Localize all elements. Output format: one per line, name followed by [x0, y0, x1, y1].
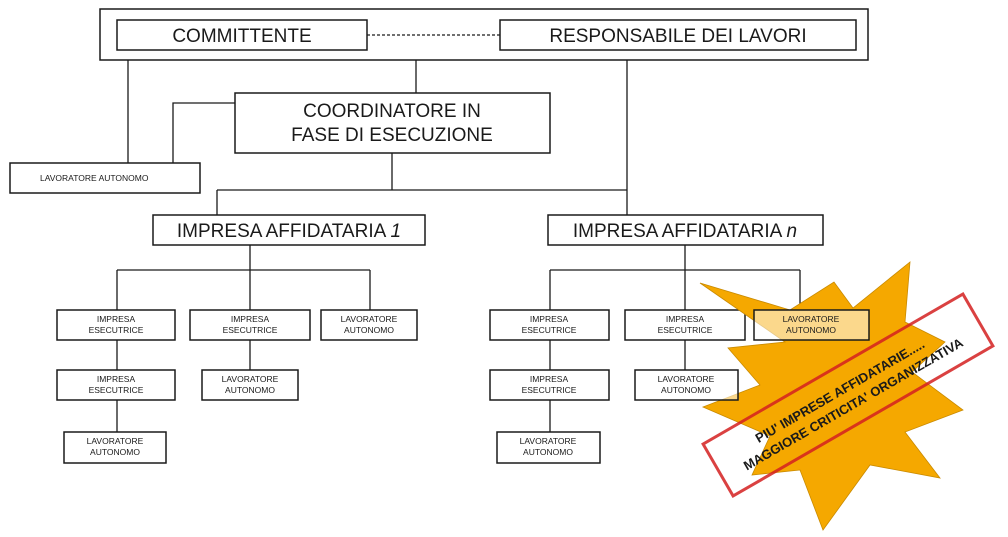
left-lav2-line2: AUTONOMO	[225, 385, 275, 395]
left-lavoratore-autonomo-3: LAVORATORE AUTONOMO	[63, 431, 167, 464]
left-impresa-esecutrice-1: IMPRESA ESECUTRICE	[56, 309, 176, 341]
right-ese2-line2: ESECUTRICE	[658, 325, 713, 335]
right-lav3-line2: AUTONOMO	[523, 447, 573, 457]
right-impresa-esecutrice-1: IMPRESA ESECUTRICE	[489, 309, 610, 341]
right-lav2-line1: LAVORATORE	[658, 374, 715, 384]
right-impresa-esecutrice-2: IMPRESA ESECUTRICE	[624, 309, 746, 341]
right-ese3-line2: ESECUTRICE	[522, 385, 577, 395]
star-burst-shape	[699, 261, 964, 531]
committente-label: COMMITTENTE	[172, 26, 311, 47]
committente-node: COMMITTENTE	[116, 19, 368, 51]
responsabile-node: RESPONSABILE DEI LAVORI	[499, 19, 857, 51]
svg-text:IMPRESA AFFIDATARIA n: IMPRESA AFFIDATARIA n	[573, 221, 797, 242]
lavoratore-autonomo-top-node: LAVORATORE AUTONOMO	[9, 162, 201, 194]
right-lav1-line1: LAVORATORE	[783, 314, 840, 324]
right-lav3-line1: LAVORATORE	[520, 436, 577, 446]
line-coordinatore-lavoratore	[172, 102, 235, 163]
left-lav1-line1: LAVORATORE	[341, 314, 398, 324]
affidataria-n-index: n	[787, 221, 798, 242]
top-frame	[99, 8, 869, 61]
left-lav3-line1: LAVORATORE	[87, 436, 144, 446]
right-impresa-esecutrice-3: IMPRESA ESECUTRICE	[489, 369, 610, 401]
affidataria-1-label: IMPRESA AFFIDATARIA	[177, 221, 387, 242]
coordinatore-node: COORDINATORE IN FASE DI ESECUZIONE	[234, 92, 551, 154]
right-ese3-line1: IMPRESA	[530, 374, 569, 384]
right-lavoratore-autonomo-1: LAVORATORE AUTONOMO	[753, 309, 870, 341]
coordinatore-line2: FASE DI ESECUZIONE	[291, 125, 493, 146]
left-ese2-line1: IMPRESA	[231, 314, 270, 324]
right-lavoratore-autonomo-2: LAVORATORE AUTONOMO	[634, 369, 739, 401]
right-ese1-line1: IMPRESA	[530, 314, 569, 324]
left-ese1-line1: IMPRESA	[97, 314, 136, 324]
affidataria-n-node: IMPRESA AFFIDATARIA n	[547, 214, 824, 246]
left-lavoratore-autonomo-2: LAVORATORE AUTONOMO	[201, 369, 299, 401]
left-lav2-line1: LAVORATORE	[222, 374, 279, 384]
responsabile-label: RESPONSABILE DEI LAVORI	[549, 26, 806, 47]
left-impresa-esecutrice-3: IMPRESA ESECUTRICE	[56, 369, 176, 401]
lavoratore-autonomo-top-label: LAVORATORE AUTONOMO	[40, 173, 149, 183]
left-ese1-line2: ESECUTRICE	[89, 325, 144, 335]
left-ese3-line2: ESECUTRICE	[89, 385, 144, 395]
left-impresa-esecutrice-2: IMPRESA ESECUTRICE	[189, 309, 311, 341]
coordinatore-line1: COORDINATORE IN	[303, 101, 481, 122]
stamp-border	[701, 291, 995, 499]
affidataria-1-index: 1	[391, 221, 402, 242]
left-lav3-line2: AUTONOMO	[90, 447, 140, 457]
right-lav2-line2: AUTONOMO	[661, 385, 711, 395]
left-ese3-line1: IMPRESA	[97, 374, 136, 384]
svg-text:IMPRESA AFFIDATARIA 1: IMPRESA AFFIDATARIA 1	[177, 221, 401, 242]
right-ese1-line2: ESECUTRICE	[522, 325, 577, 335]
right-ese2-line1: IMPRESA	[666, 314, 705, 324]
affidataria-n-label: IMPRESA AFFIDATARIA	[573, 221, 783, 242]
left-lavoratore-autonomo-1: LAVORATORE AUTONOMO	[320, 309, 418, 341]
left-lav1-line2: AUTONOMO	[344, 325, 394, 335]
right-lavoratore-autonomo-3: LAVORATORE AUTONOMO	[496, 431, 601, 464]
affidataria-1-node: IMPRESA AFFIDATARIA 1	[152, 214, 426, 246]
right-lav1-line2: AUTONOMO	[786, 325, 836, 335]
left-ese2-line2: ESECUTRICE	[223, 325, 278, 335]
